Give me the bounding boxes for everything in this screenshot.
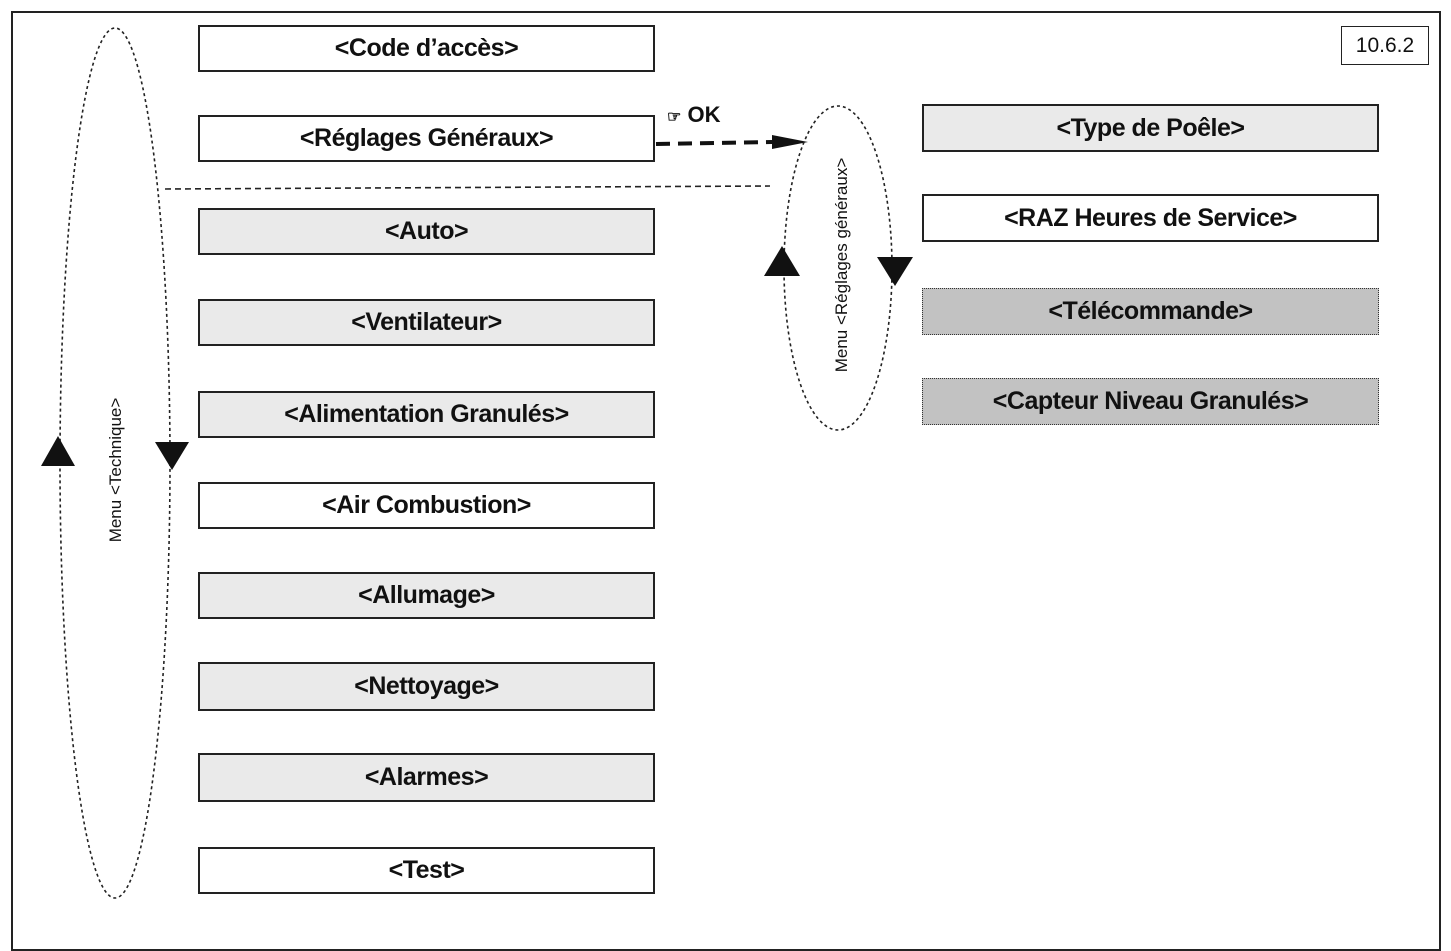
menu-item-nettoyage[interactable]: <Nettoyage> [198,662,655,711]
ok-arrow-line [655,140,773,146]
menu-item-ventilateur[interactable]: <Ventilateur> [198,299,655,346]
menu-item-auto[interactable]: <Auto> [198,208,655,255]
cycle-down-arrow-icon [155,442,189,470]
connector-layer [41,27,913,899]
ok-arrow-head-icon [772,135,808,149]
menu-item-alimentation-granules[interactable]: <Alimentation Granulés> [198,391,655,438]
menu-item-air-combustion[interactable]: <Air Combustion> [198,482,655,529]
pointing-hand-icon: ☞ [667,109,682,126]
menu-item-test[interactable]: <Test> [198,847,655,894]
menu-item-code-acces[interactable]: <Code d’accès> [198,25,655,72]
menu-item-raz-heures-service[interactable]: <RAZ Heures de Service> [922,194,1379,242]
reglages-up-arrow-icon [764,246,800,276]
reglages-down-arrow-icon [877,257,913,286]
menu-technique-label: Menu <Technique> [106,397,125,543]
menu-item-allumage[interactable]: <Allumage> [198,572,655,619]
menu-item-reglages-generaux[interactable]: <Réglages Généraux> [198,115,655,162]
menu-reglages-label: Menu <Réglages généraux> [832,157,851,373]
menu-item-alarmes[interactable]: <Alarmes> [198,753,655,802]
figure-reference: 10.6.2 [1341,26,1429,65]
ok-label: OK [687,102,721,127]
menu-item-capteur-niveau-granules[interactable]: <Capteur Niveau Granulés> [922,378,1379,425]
menu-item-telecommande[interactable]: <Télécommande> [922,288,1379,335]
cycle-up-arrow-icon [41,436,75,466]
separator-line [164,185,771,190]
ok-annotation: ☞ OK [667,102,720,128]
menu-item-type-de-poele[interactable]: <Type de Poêle> [922,104,1379,152]
